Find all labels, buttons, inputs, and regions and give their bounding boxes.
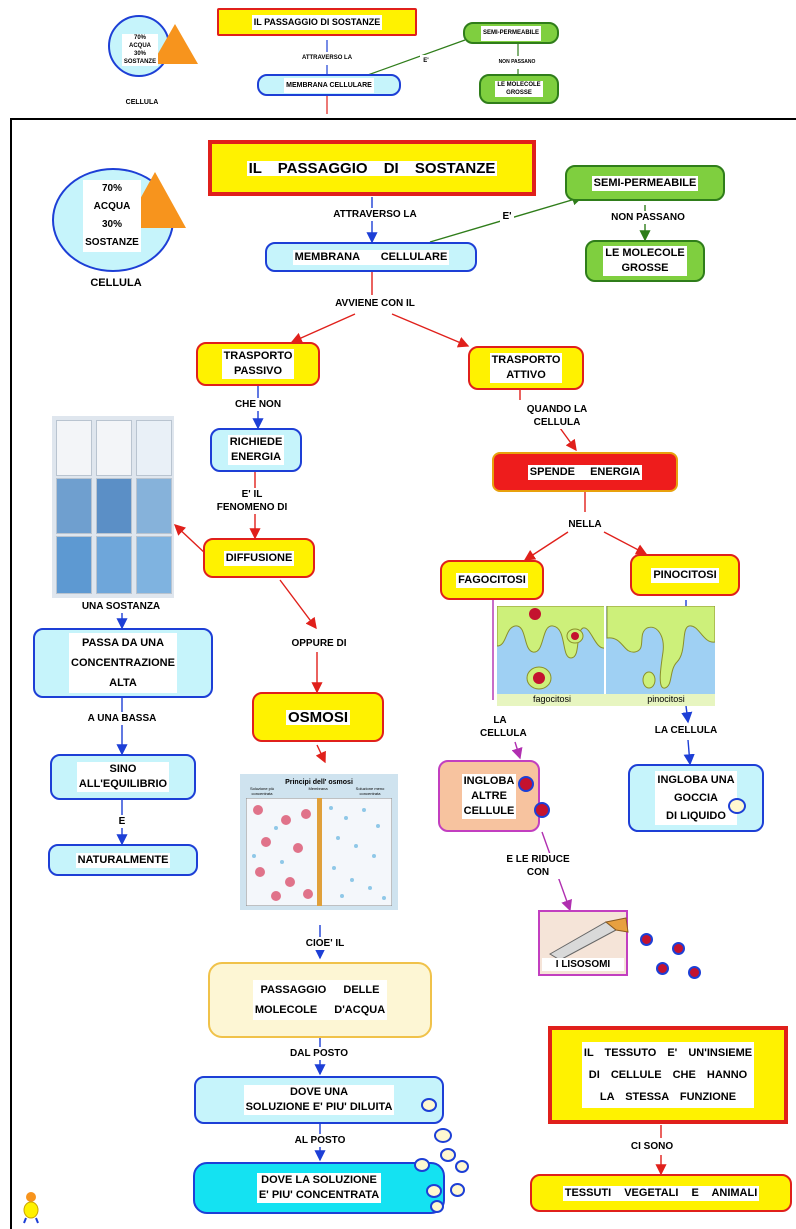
node-diluita: DOVE UNA SOLUZIONE E' PIU' DILUITA — [194, 1076, 444, 1124]
bubble-1 — [434, 1128, 452, 1143]
label-ci-sono: CI SONO — [612, 1140, 692, 1153]
node-richiede-energia: RICHIEDE ENERGIA — [210, 428, 302, 472]
osmosis-drawing — [246, 798, 392, 906]
cell-caption: CELLULA — [78, 277, 154, 290]
osmosis-picture: Principi dell' osmosi Soluzione più conc… — [240, 774, 398, 910]
thumb-attraverso-label: ATTRAVERSO LA — [287, 52, 367, 65]
thumb-semi: SEMI-PERMEABILE — [463, 22, 559, 44]
conc-bubble-2 — [426, 1184, 442, 1198]
label-bassa: A UNA BASSA — [68, 712, 176, 725]
lisosomi-label: I LISOSOMI — [542, 958, 624, 971]
map-frame — [10, 118, 796, 1229]
node-ingloba-altre: INGLOBA ALTRE CELLULE — [438, 760, 540, 832]
node-naturalmente: NATURALMENTE — [48, 844, 198, 876]
node-ingloba-goccia: INGLOBA UNA GOCCIA DI LIQUIDO — [628, 764, 764, 832]
thumb-molecole: LE MOLECOLE GROSSE — [479, 74, 559, 104]
node-pinocitosi: PINOCITOSI — [630, 554, 740, 596]
bubble-3 — [455, 1160, 469, 1173]
node-trasporto-attivo: TRASPORTO ATTIVO — [468, 346, 584, 390]
osmosis-membrane-label: Membrana — [308, 786, 328, 791]
label-avviene: AVVIENE CON IL — [316, 297, 434, 310]
node-diffusione: DIFFUSIONE — [203, 538, 315, 578]
label-nella: NELLA — [560, 518, 610, 531]
thumb-triangle-shape — [152, 24, 198, 64]
bubble-2 — [440, 1148, 456, 1162]
saw-icon — [549, 917, 629, 961]
label-cioe: CIOE' IL — [290, 937, 360, 950]
pino-caption: pinocitosi — [647, 694, 685, 704]
label-non-passano: NON PASSANO — [598, 211, 698, 224]
mascot-icon — [23, 1192, 39, 1224]
node-passaggio-acqua: PASSAGGIO DELLE MOLECOLE D'ACQUA — [208, 962, 432, 1038]
label-al-posto: AL POSTO — [282, 1134, 358, 1147]
thumb-cell-text: 70% ACQUA 30% SOSTANZE — [121, 34, 159, 66]
osmosis-title: Principi dell' osmosi — [285, 779, 353, 786]
node-osmosi: OSMOSI — [252, 692, 384, 742]
label-sostanza: UNA SOSTANZA — [62, 600, 180, 613]
node-passa: PASSA DA UNA CONCENTRAZIONE ALTA — [33, 628, 213, 698]
thumbnail-preview: 70% ACQUA 30% SOSTANZE CELLULA IL PASSAG… — [105, 0, 605, 118]
thumb-e-label: E' — [420, 55, 432, 68]
lisosome-dot-2 — [672, 942, 685, 955]
lisosome-dot-1 — [640, 933, 653, 946]
label-fenomeno: E' IL FENOMENO DI — [198, 488, 306, 514]
label-oppure: OPPURE DI — [280, 637, 358, 650]
diffusion-photo — [52, 416, 174, 598]
lisosome-dot-4 — [688, 966, 701, 979]
node-tessuto: IL TESSUTO E' UN'INSIEME DI CELLULE CHE … — [548, 1026, 788, 1124]
label-riduce: E LE RIDUCE CON — [490, 853, 586, 879]
drop-circle — [728, 798, 746, 814]
fago-pino-drawing — [497, 606, 715, 706]
thumb-cell-caption: CELLULA — [117, 96, 167, 109]
conc-bubble-3 — [430, 1200, 444, 1213]
node-tessuti: TESSUTI VEGETALI E ANIMALI — [530, 1174, 792, 1212]
label-e: E' — [500, 210, 514, 223]
fago-pino-image: fagocitosi pinocitosi — [497, 606, 715, 706]
node-spende-energia: SPENDE ENERGIA — [492, 452, 678, 492]
cell-dot-2 — [534, 802, 550, 818]
conc-bubble-1 — [414, 1158, 430, 1172]
thumb-title: IL PASSAGGIO DI SOSTANZE — [217, 8, 417, 36]
osmosis-right-label: Soluzione meno concentrata — [355, 786, 385, 796]
fago-caption: fagocitosi — [532, 694, 572, 704]
node-semi-permeabile: SEMI-PERMEABILE — [565, 165, 725, 201]
bubble-4 — [450, 1183, 465, 1197]
node-concentrata: DOVE LA SOLUZIONE E' PIU' CONCENTRATA — [193, 1162, 445, 1214]
thumb-membrana: MEMBRANA CELLULARE — [257, 74, 401, 96]
label-la-cellula1: LA CELLULA — [480, 714, 527, 740]
label-che-non: CHE NON — [224, 398, 292, 411]
label-e2: E — [60, 815, 184, 828]
node-fagocitosi: FAGOCITOSI — [440, 560, 544, 600]
thumb-non-passano: NON PASSANO — [477, 56, 557, 69]
node-trasporto-passivo: TRASPORTO PASSIVO — [196, 342, 320, 386]
cell-text: 70% ACQUA 30% SOSTANZE — [72, 180, 152, 252]
label-quando: QUANDO LA CELLULA — [514, 403, 600, 429]
map-title: IL PASSAGGIO DI SOSTANZE — [208, 140, 536, 196]
node-molecole-grosse: LE MOLECOLE GROSSE — [585, 240, 705, 282]
lisosome-dot-3 — [656, 962, 669, 975]
osmosis-left-label: Soluzione più concentrata — [249, 786, 275, 796]
label-la-cellula2: LA CELLULA — [646, 724, 726, 737]
node-sino: SINO ALL'EQUILIBRIO — [50, 754, 196, 800]
node-membrana: MEMBRANA CELLULARE — [265, 242, 477, 272]
cell-dot-1 — [518, 776, 534, 792]
label-dal-posto: DAL POSTO — [280, 1047, 358, 1060]
label-attraverso: ATTRAVERSO LA — [320, 208, 430, 221]
dilute-bubble — [421, 1098, 437, 1112]
lisosomi-box: I LISOSOMI — [538, 910, 629, 976]
